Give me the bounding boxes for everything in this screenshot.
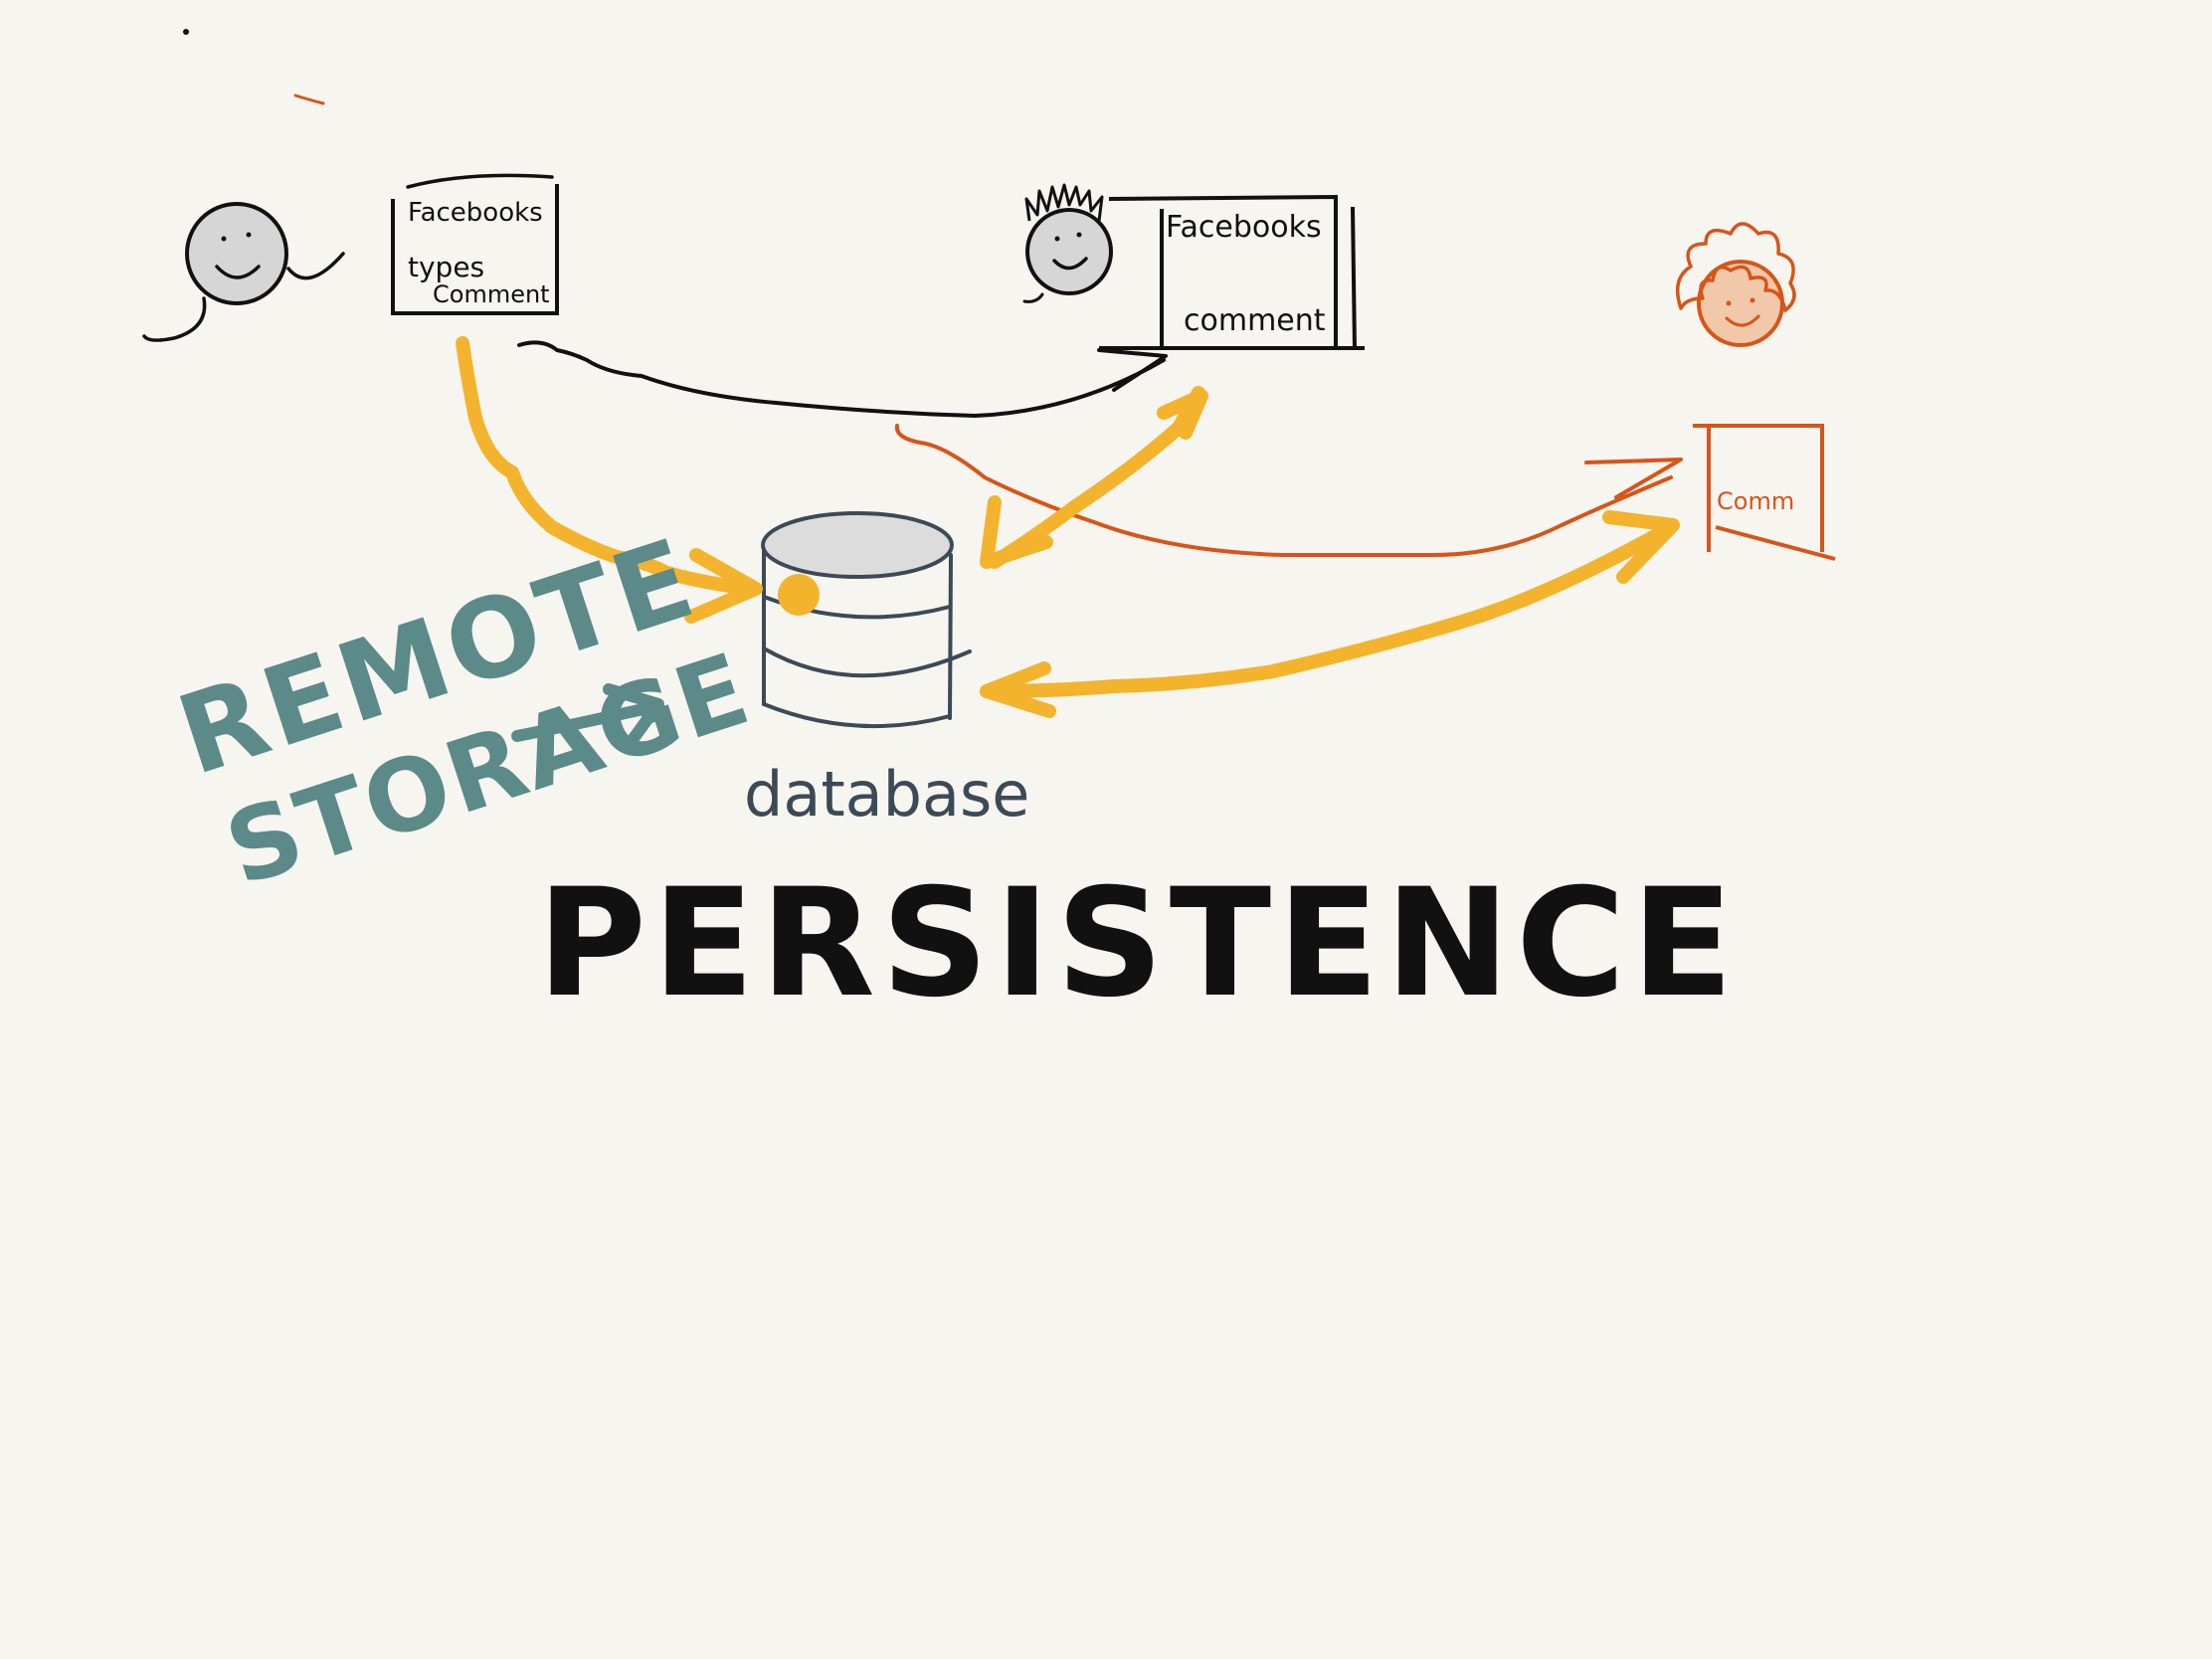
user1-app-name: Facebooks [408, 198, 543, 228]
page-title: PERSISTENCE [537, 857, 1740, 1030]
sync-arrow-orange [894, 424, 1683, 557]
database-label: database [744, 758, 1029, 830]
user1-face-icon [142, 202, 345, 342]
stray-mark [293, 93, 325, 105]
user3-line1: Comm [1717, 487, 1794, 515]
user1-line2: Comment [433, 280, 550, 308]
stored-record-dot [778, 574, 820, 616]
sync-arrow-black [517, 340, 1168, 419]
database-icon: database [744, 511, 1029, 830]
sync-arrow-yellow-user3 [980, 510, 1680, 718]
user1-window: Facebooks types Comment [391, 173, 559, 315]
user2-window: Facebooks comment [1099, 194, 1365, 351]
remote-storage-annotation: REMOTE STORAGE [164, 513, 764, 908]
stray-dot [183, 29, 189, 35]
user2-line1: comment [1184, 303, 1326, 338]
sync-arrow-yellow-user2 [980, 386, 1208, 569]
user1-line1: types [408, 251, 484, 283]
write-arrow-yellow [456, 336, 763, 624]
user3-face-icon [1675, 222, 1796, 347]
user2-face-icon [1022, 183, 1113, 303]
user2-app-name: Facebooks [1166, 210, 1322, 245]
user3-window: Comm [1693, 424, 1836, 561]
